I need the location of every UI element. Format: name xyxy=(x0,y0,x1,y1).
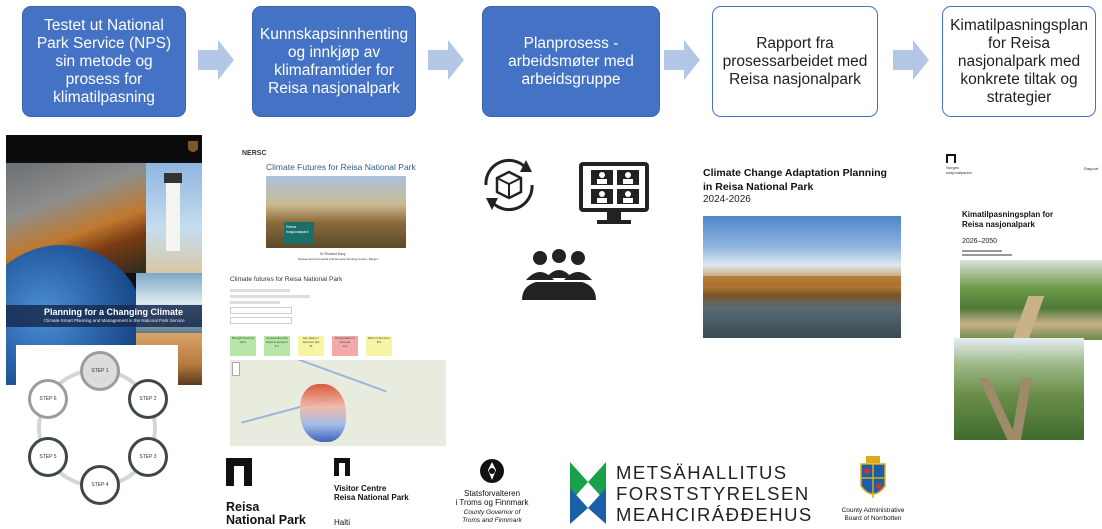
reisa-cover-label: Reisa nasjonalpark xyxy=(284,222,314,244)
cover-label-line-1: Reisa xyxy=(286,224,297,229)
affiliation-text: Nansen Environmental and Remote Sensing … xyxy=(298,257,379,261)
card-label: Drought Severity xyxy=(231,336,255,340)
step-1-box: Testet ut National Park Service (NPS) si… xyxy=(22,6,186,117)
cycle-step-2: STEP 2 xyxy=(128,379,168,419)
plan-years: 2026–2050 xyxy=(962,238,998,245)
norrbotten-logo: County Administrative Board of Norrbotte… xyxy=(830,456,916,528)
nps-title-band: Planning for a Changing Climate Climate-… xyxy=(6,305,202,327)
statsforvalter-logo: Statsforvalteren i Troms og Finnmark Cou… xyxy=(440,458,544,528)
step-3-label: Planprosess - arbeidsmøter med arbeidsgr… xyxy=(508,34,634,88)
reisa-lake-photo xyxy=(703,216,901,338)
dashboard-card-rain[interactable]: Rain in Summer 8.3 xyxy=(366,336,392,356)
dashboard-card-temperature[interactable]: Temperature in summer 4.4 xyxy=(332,336,358,356)
metsa-line-3: MEAHCIRÁĐĐEHUS xyxy=(616,504,813,525)
plan-title: Kimatilpasningsplan for Reisa nasjonalpa… xyxy=(962,210,1054,229)
procurement-cycle-icon xyxy=(484,158,534,212)
dashboard-card-dry-days[interactable]: Consecutive Dry Days in summer 5.7 xyxy=(264,336,290,356)
statsforvalter-line-2: i Troms og Finnmark xyxy=(455,498,529,507)
card-value: 8.3 xyxy=(376,340,382,344)
step-2-box: Kunnskapsinnhenting og innkjøp av klimaf… xyxy=(252,6,416,117)
climate-futures-report: NERSC Climate Futures for Reisa National… xyxy=(238,138,418,263)
statsforvalter-line-3: County Governor of xyxy=(463,509,521,516)
lighthouse-photo xyxy=(146,163,202,273)
arrow-right-icon xyxy=(893,40,929,80)
county-line-2: Board of Norrbotten xyxy=(844,515,902,522)
reisa-landscape-photo: Reisa nasjonalpark xyxy=(266,176,406,248)
card-label: Rain in Summer xyxy=(368,336,390,340)
dashboard-card-dry-percent[interactable]: Dry Days in Summer (%) 41 xyxy=(298,336,324,356)
nps-doc-subtitle: Climate-Smart Planning and Management in… xyxy=(44,318,185,323)
card-value: 41 xyxy=(309,344,313,348)
cycle-step-4: STEP 4 xyxy=(80,465,120,505)
county-line-1: County Administrative xyxy=(841,507,905,514)
nps-header-bar xyxy=(6,135,202,161)
plan-subtitle-lines xyxy=(962,248,1022,258)
step-5-box: Kimatilpasningsplan for Reisa nasjonalpa… xyxy=(942,6,1096,117)
visitor-line-1: Visitor Centre xyxy=(334,484,387,493)
cycle-step-6: STEP 6 xyxy=(28,379,68,419)
video-meeting-icon xyxy=(579,162,649,224)
step-4-box: Rapport fra prosessarbeidet med Reisa na… xyxy=(712,6,878,117)
dashboard-controls xyxy=(230,286,350,326)
statsforvalter-crest-icon xyxy=(480,459,504,483)
dashboard-map[interactable] xyxy=(230,360,446,446)
metsa-line-1: METSÄHALLITUS xyxy=(616,462,788,483)
card-value: 4.4 xyxy=(342,344,348,348)
step-3-box: Planprosess - arbeidsmøter med arbeidsgr… xyxy=(482,6,660,117)
visitor-centre-logo-icon xyxy=(334,458,350,476)
report-years: 2024-2026 xyxy=(703,194,751,205)
reisa-logo-icon xyxy=(226,458,252,486)
map-heat-overlay xyxy=(300,384,346,442)
visitor-line-3: Halti xyxy=(334,518,351,527)
climate-dashboard: Climate futures for Reisa National Park … xyxy=(226,272,448,448)
dashboard-card-drought[interactable]: Drought Severity 22.1 xyxy=(230,336,256,356)
plan-tag: Rapport xyxy=(1084,166,1099,171)
visitor-line-2: Reisa National Park xyxy=(334,493,409,502)
boardwalk-photo-1 xyxy=(960,260,1102,340)
arrow-right-icon xyxy=(428,40,464,80)
reisa-np-logo: Reisa National Park xyxy=(226,458,326,527)
norges-np-logo-icon xyxy=(946,154,956,163)
cycle-step-3: STEP 3 xyxy=(128,437,168,477)
arrow-right-icon xyxy=(198,40,234,80)
metsahallitus-logo: METSÄHALLITUS FORSTSTYRELSEN MEAHCIRÁĐĐE… xyxy=(570,460,816,526)
card-value: 22.1 xyxy=(240,340,246,344)
nersc-logo: NERSC xyxy=(242,150,267,157)
report-title: Climate Change Adaptation Planning in Re… xyxy=(703,167,887,193)
plan-org-2: nasjonalparker xyxy=(946,170,973,175)
plan-document-cover: Norges nasjonalparker Rapport Kimatilpas… xyxy=(944,148,1102,448)
reisa-logo-line-1: Reisa xyxy=(226,500,260,514)
step-2-label: Kunnskapsinnhenting og innkjøp av klimaf… xyxy=(259,25,409,97)
arrow-right-icon xyxy=(664,40,700,80)
group-people-icon xyxy=(522,249,596,300)
nps-doc-title: Planning for a Changing Climate xyxy=(44,307,184,317)
cycle-diagram: STEP 1 STEP 2 STEP 3 STEP 4 STEP 5 STEP … xyxy=(16,345,178,511)
card-label: Dry Days in Summer (%) xyxy=(302,336,320,344)
author-text: Dr Richard Davy xyxy=(320,252,346,256)
cycle-step-5: STEP 5 xyxy=(28,437,68,477)
statsforvalter-line-4: Troms and Finnmark xyxy=(462,517,522,524)
dashboard-title: Climate futures for Reisa National Park xyxy=(230,276,343,283)
cycle-step-1: STEP 1 xyxy=(80,351,120,391)
visitor-centre-logo: Visitor Centre Reisa National Park Halti xyxy=(334,458,434,527)
plan-org-1: Norges xyxy=(946,165,959,170)
statsforvalter-line-1: Statsforvalteren xyxy=(463,489,521,498)
card-label: Temperature in summer xyxy=(334,336,355,344)
cover-label-line-2: nasjonalpark xyxy=(286,229,309,234)
card-label: Consecutive Dry Days in summer xyxy=(265,336,288,344)
norrbotten-coat-of-arms-icon xyxy=(860,456,886,498)
metsahallitus-mark-icon xyxy=(570,462,606,524)
step-4-label: Rapport fra prosessarbeidet med Reisa na… xyxy=(722,34,868,88)
nps-arrowhead-icon xyxy=(188,141,198,152)
boardwalk-photo-2 xyxy=(954,338,1084,440)
reisa-logo-line-2: National Park xyxy=(226,513,306,527)
climate-futures-title: Climate Futures for Reisa National Park xyxy=(266,162,416,172)
metsa-line-2: FORSTSTYRELSEN xyxy=(616,483,810,504)
step-1-label: Testet ut National Park Service (NPS) si… xyxy=(36,16,172,106)
step-5-label: Kimatilpasningsplan for Reisa nasjonalpa… xyxy=(950,16,1088,106)
card-value: 5.7 xyxy=(274,344,280,348)
